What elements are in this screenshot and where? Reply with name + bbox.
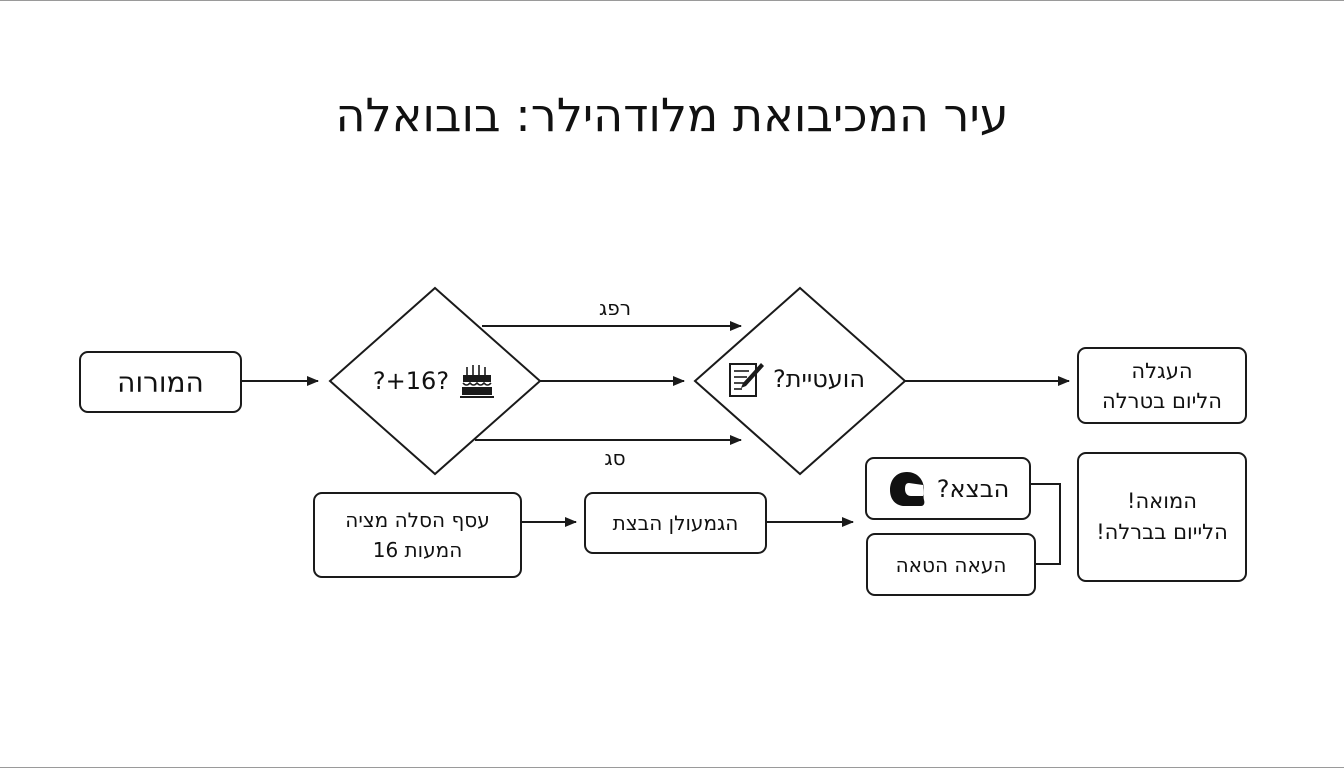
- birthday-cake-icon: [457, 361, 497, 401]
- notepad-pencil-icon: [725, 359, 765, 399]
- age-decision-label: ?16+?: [345, 360, 525, 402]
- edge-label-upper: רפג: [598, 296, 632, 320]
- helmet-question-node: הבצא?: [865, 457, 1031, 520]
- helmet-answer-node: העאה הטאה: [866, 533, 1036, 596]
- top-border: [0, 0, 1344, 1]
- bottom-left-line2: המעות 16: [372, 538, 463, 562]
- bottom-left-node: עסף הסלה מציה המעות 16: [313, 492, 522, 578]
- reason-question-text: הועטיית?: [772, 365, 866, 393]
- result-top-line2: הליום בטרלה: [1102, 388, 1222, 413]
- helmet-question-text: הבצא?: [936, 474, 1010, 503]
- bottom-middle-node: הגמעולן הבצת: [584, 492, 767, 554]
- result-bottom-line1: המואה!: [1127, 489, 1197, 513]
- start-node-label: המורוה: [117, 365, 204, 399]
- reason-decision-diamond: [693, 286, 907, 476]
- helmet-answer-label: העאה הטאה: [895, 552, 1007, 577]
- result-bottom-node: המואה! הלייום בברלה!: [1077, 452, 1247, 582]
- age-decision-diamond: [328, 286, 542, 476]
- reason-decision-label: הועטיית?: [705, 354, 885, 404]
- result-top-line1: העגלה: [1131, 358, 1193, 383]
- age-question-text: ?16+?: [372, 367, 450, 395]
- edge-label-lower: סג: [604, 446, 626, 470]
- start-node: המורוה: [79, 351, 242, 413]
- diagram-title: עיר המכיבואת מלודהילר: בובואלה: [335, 88, 1009, 142]
- result-top-node: העגלה הליום בטרלה: [1077, 347, 1247, 424]
- bracket-helmet-answer: [1031, 483, 1061, 565]
- bottom-left-line1: עסף הסלה מציה: [345, 508, 490, 532]
- helmet-icon: [887, 469, 927, 509]
- result-bottom-line2: הלייום בברלה!: [1096, 520, 1228, 544]
- bottom-middle-label: הגמעולן הבצת: [612, 511, 739, 535]
